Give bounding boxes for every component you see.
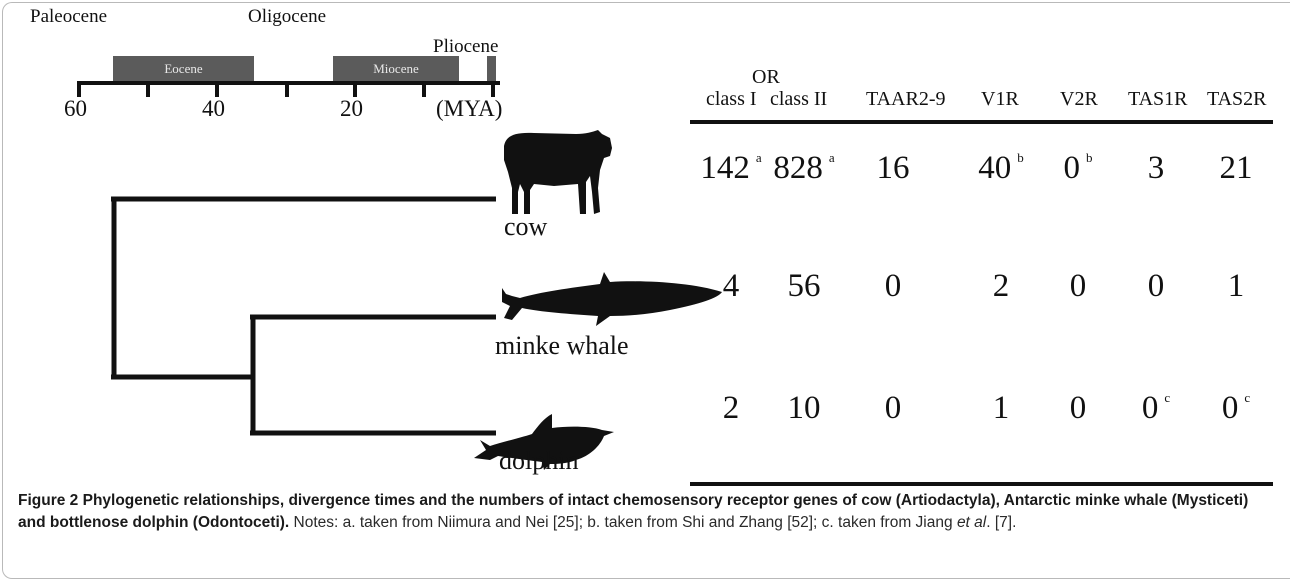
species-label-minke-whale: minke whale	[495, 331, 629, 361]
cell-footnote-marker: c	[1244, 390, 1250, 405]
cell-footnote-marker: b	[1086, 150, 1093, 165]
table-cell: 4	[696, 268, 766, 305]
table-cell: 0	[858, 268, 928, 305]
cell-value: 10	[788, 390, 821, 426]
minke-whale-silhouette-icon	[500, 268, 726, 334]
cell-value: 0	[1222, 390, 1239, 426]
cell-value: 1	[1228, 268, 1245, 304]
table-cell: 0	[1121, 268, 1191, 305]
table-cell: 828 a	[769, 150, 839, 187]
species-label-dolphin: dolphin	[499, 446, 578, 476]
cell-value: 0	[885, 268, 902, 304]
table-cell: 1	[966, 390, 1036, 427]
table-cell: 2	[966, 268, 1036, 305]
table-cell: 16	[858, 150, 928, 187]
cell-value: 4	[723, 268, 740, 304]
cell-value: 21	[1220, 150, 1253, 186]
cell-value: 2	[993, 268, 1010, 304]
cell-value: 0	[1148, 268, 1165, 304]
caption-label: Figure 2	[18, 492, 78, 509]
table-cell: 2	[696, 390, 766, 427]
column-header-taar: TAAR2-9	[866, 88, 946, 111]
table-cell: 21	[1201, 150, 1271, 187]
cow-silhouette-icon	[494, 126, 614, 220]
column-header-tas2r: TAS2R	[1207, 88, 1267, 111]
cell-footnote-marker: a	[829, 150, 835, 165]
cell-value: 2	[723, 390, 740, 426]
column-header-v2r: V2R	[1060, 88, 1098, 111]
table-top-rule	[690, 120, 1273, 124]
cell-value: 0	[1142, 390, 1159, 426]
cell-value: 3	[1148, 150, 1165, 186]
cell-footnote-marker: b	[1017, 150, 1024, 165]
table-cell: 10	[769, 390, 839, 427]
caption-notes-end: . [7].	[986, 514, 1016, 531]
caption-et-al: et al	[957, 514, 986, 531]
cell-value: 1	[993, 390, 1010, 426]
cell-value: 16	[877, 150, 910, 186]
cell-value: 0	[885, 390, 902, 426]
column-header-class-i: class I	[706, 88, 757, 111]
caption-notes: Notes: a. taken from Niimura and Nei [25…	[289, 514, 957, 531]
table-cell: 1	[1201, 268, 1271, 305]
cell-value: 0	[1070, 390, 1087, 426]
cell-value: 0	[1070, 268, 1087, 304]
cell-footnote-marker: c	[1164, 390, 1170, 405]
cell-value: 142	[700, 150, 750, 186]
phylogenetic-tree	[0, 0, 520, 480]
table-cell: 142 a	[696, 150, 766, 187]
table-cell: 3	[1121, 150, 1191, 187]
species-label-cow: cow	[504, 212, 547, 242]
column-header-tas1r: TAS1R	[1128, 88, 1188, 111]
cell-value: 0	[1064, 150, 1081, 186]
table-bottom-rule	[690, 482, 1273, 486]
cell-value: 828	[773, 150, 823, 186]
column-header-class-ii: class II	[770, 88, 827, 111]
cell-value: 40	[978, 150, 1011, 186]
cell-footnote-marker: a	[756, 150, 762, 165]
table-cell: 0	[1043, 268, 1113, 305]
figure-caption: Figure 2 Phylogenetic relationships, div…	[18, 490, 1278, 534]
column-group-header-or: OR	[752, 66, 780, 89]
cell-value: 56	[788, 268, 821, 304]
table-cell: 0	[858, 390, 928, 427]
table-cell: 0	[1043, 390, 1113, 427]
table-cell: 56	[769, 268, 839, 305]
column-header-v1r: V1R	[981, 88, 1019, 111]
table-cell: 40 b	[966, 150, 1036, 187]
